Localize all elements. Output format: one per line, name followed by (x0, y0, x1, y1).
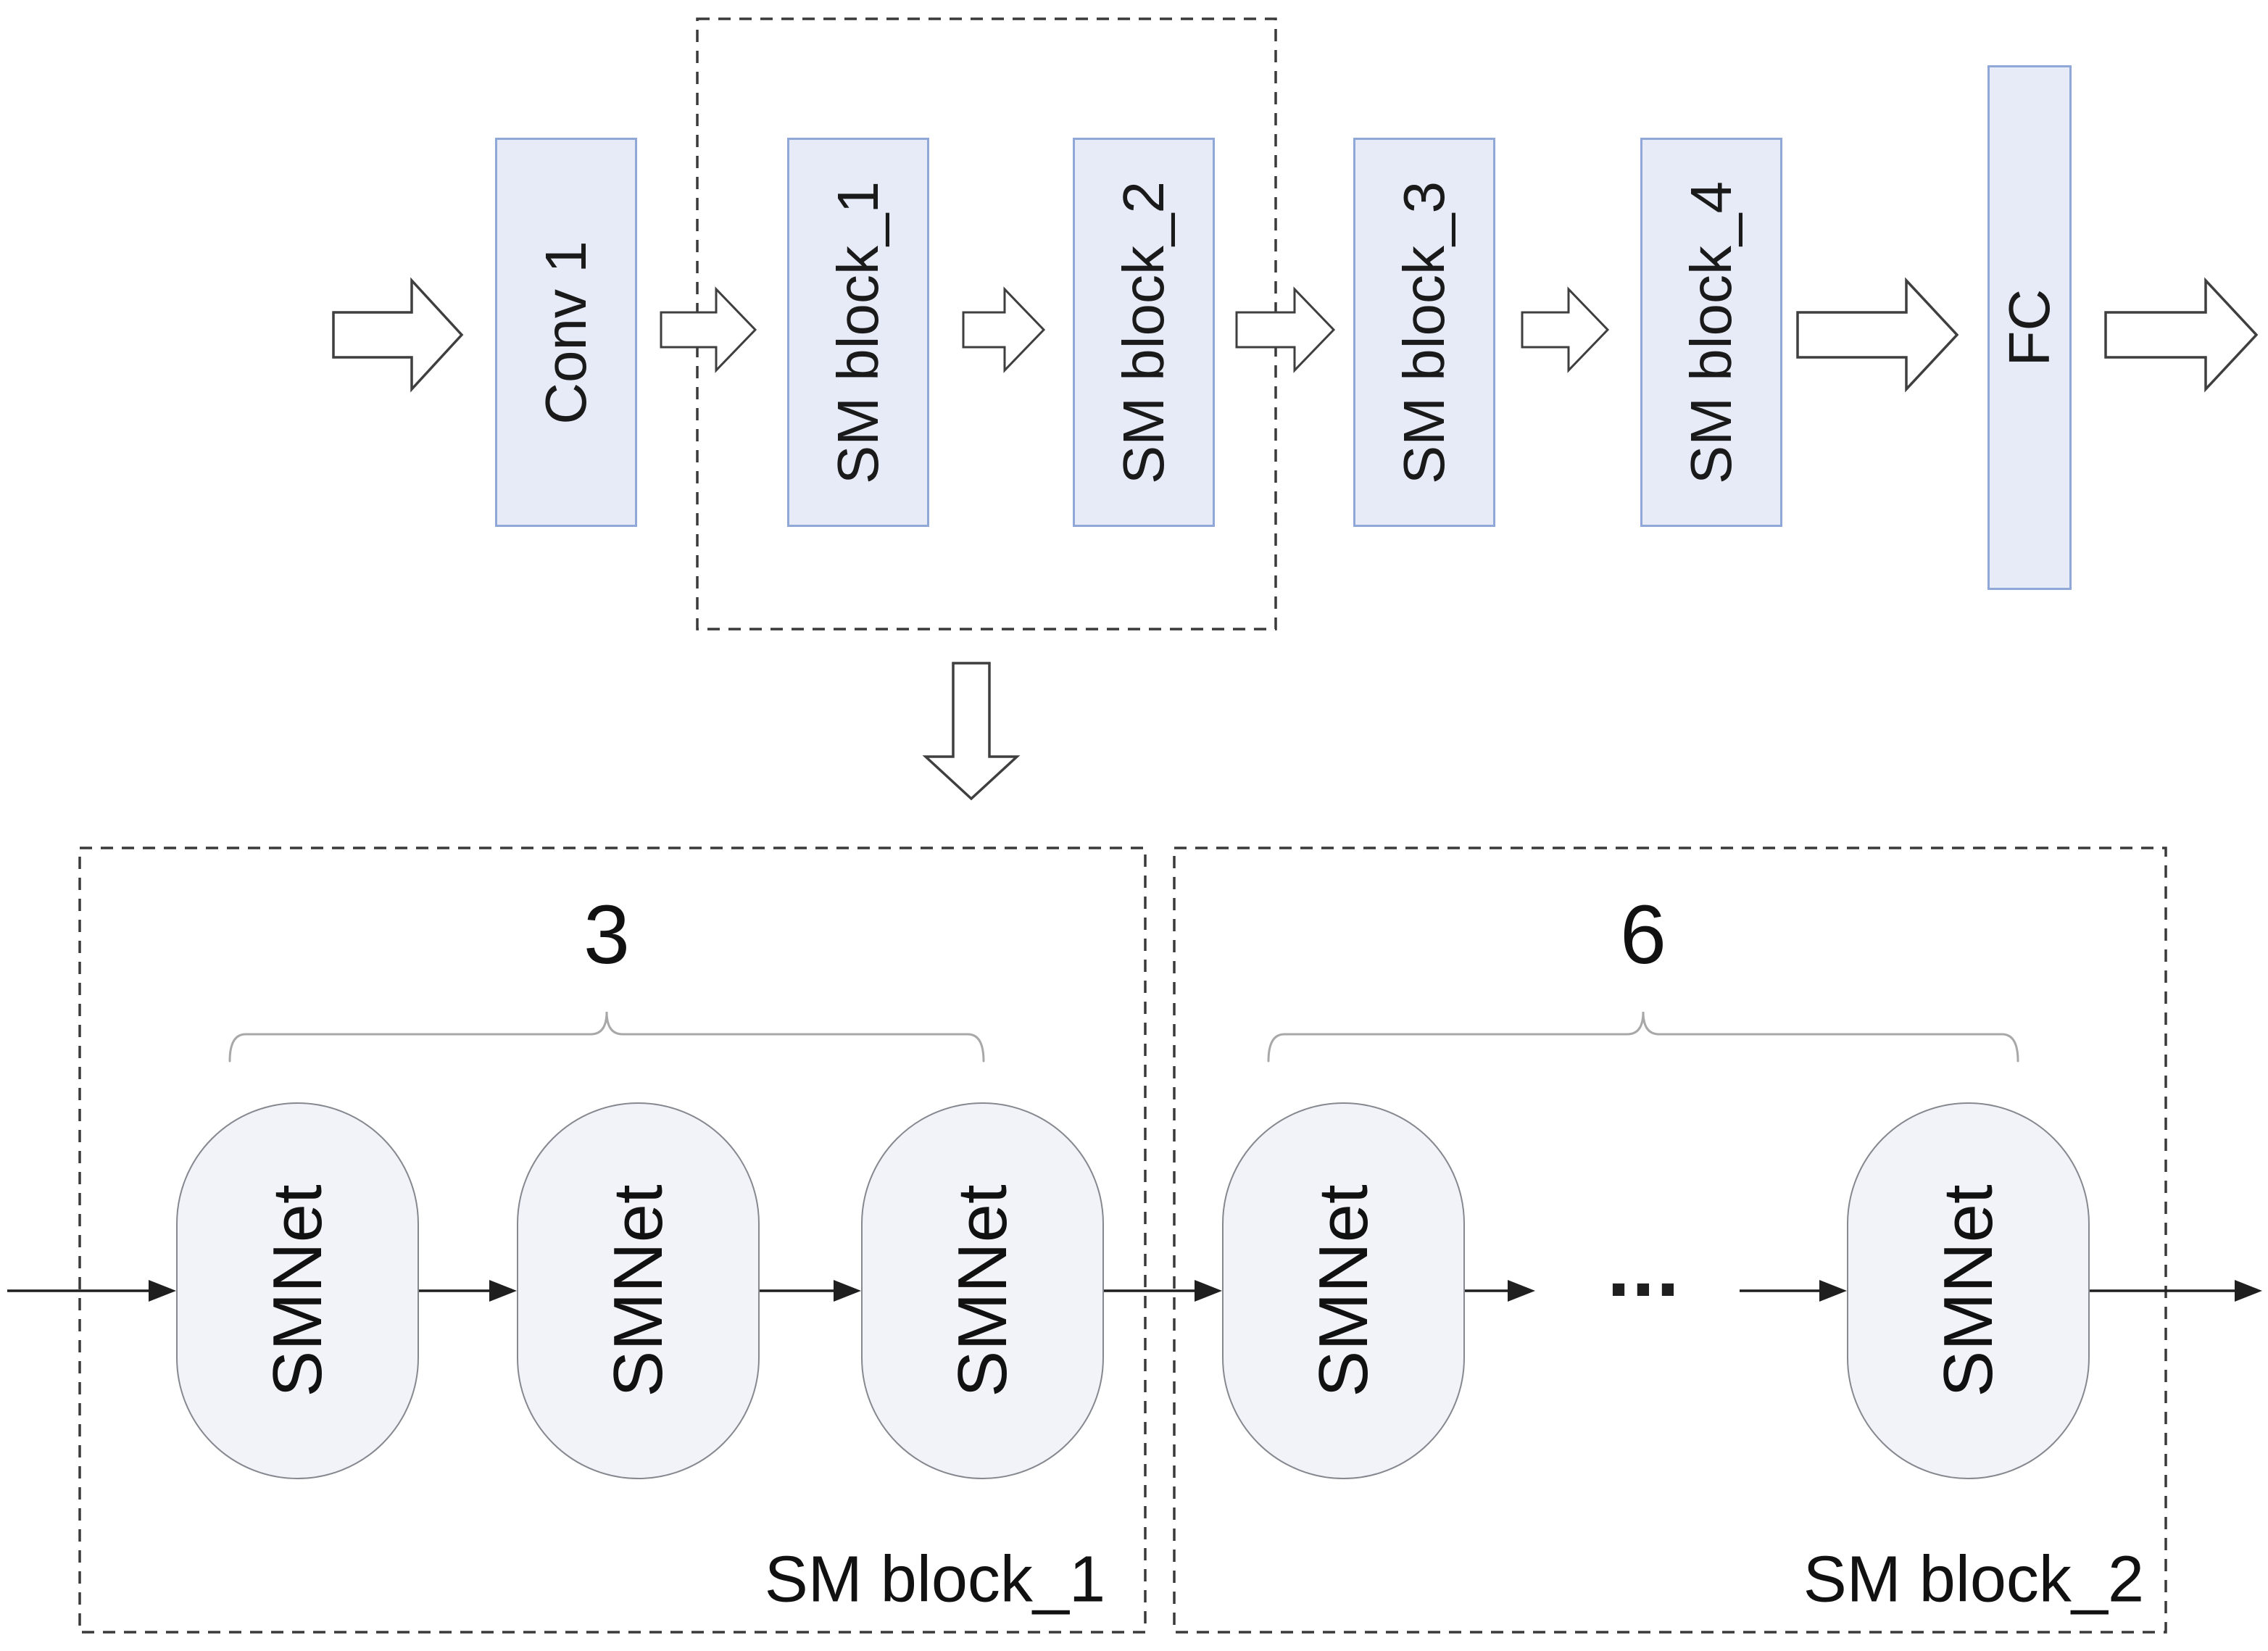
smnet-capsule-1-label: SMNet (258, 1184, 336, 1397)
dashed-group-sm-block-1 (78, 847, 1147, 1634)
block-sm-block-1-label: SM block_1 (826, 180, 890, 484)
arrow-smblock3-to-smblock4-icon (1521, 286, 1610, 373)
smnet-capsule-3: SMNet (861, 1102, 1104, 1479)
repeat-count-left: 3 (583, 889, 630, 981)
arrowhead-icon (489, 1280, 517, 1302)
smnet-capsule-1: SMNet (176, 1102, 419, 1479)
smnet-capsule-5-label: SMNet (1929, 1184, 2007, 1397)
block-sm-block-1: SM block_1 (787, 138, 929, 527)
arrow-smblock2-to-smblock3-icon (1235, 286, 1336, 373)
expand-down-arrow-icon (922, 662, 1021, 801)
smnet-capsule-4-label: SMNet (1304, 1184, 1382, 1397)
arrowhead-icon (2235, 1280, 2262, 1302)
smnet-capsule-2: SMNet (517, 1102, 760, 1479)
flow-arrowheads (149, 1280, 2262, 1302)
block-sm-block-4: SM block_4 (1640, 138, 1782, 527)
block-sm-block-3-label: SM block_3 (1392, 180, 1456, 484)
ellipsis-dots: ... (1607, 1221, 1681, 1314)
arrow-conv1-to-smblock1-icon (660, 286, 757, 373)
block-sm-block-2: SM block_2 (1073, 138, 1215, 527)
output-arrow-icon (2104, 277, 2259, 393)
arrowhead-icon (1195, 1280, 1222, 1302)
arrowhead-icon (1819, 1280, 1847, 1302)
input-arrow-icon (332, 277, 464, 393)
repeat-brace-left-icon (228, 1011, 985, 1062)
arrowhead-icon (149, 1280, 176, 1302)
block-conv1-label: Conv 1 (533, 240, 598, 425)
smnet-capsule-2-label: SMNet (599, 1184, 677, 1397)
arrow-smblock4-to-fc-icon (1796, 277, 1959, 393)
smnet-capsule-5: SMNet (1847, 1102, 2090, 1479)
smnet-capsule-3-label: SMNet (943, 1184, 1021, 1397)
dashed-group-sm-block-2 (1173, 847, 2167, 1634)
block-sm-block-3: SM block_3 (1353, 138, 1495, 527)
block-fc: FC (1987, 65, 2072, 590)
group-label-sm-block-2: SM block_2 (1803, 1543, 2144, 1616)
repeat-count-right: 6 (1620, 889, 1666, 981)
group-label-sm-block-1: SM block_1 (764, 1543, 1105, 1616)
arrow-smblock1-to-smblock2-icon (962, 286, 1046, 373)
block-conv1: Conv 1 (495, 138, 637, 527)
arrowhead-icon (834, 1280, 861, 1302)
block-sm-block-4-label: SM block_4 (1679, 180, 1743, 484)
block-fc-label: FC (1997, 288, 2061, 367)
repeat-brace-right-icon (1267, 1011, 2019, 1062)
smnet-capsule-4: SMNet (1222, 1102, 1465, 1479)
arrowhead-icon (1508, 1280, 1535, 1302)
block-sm-block-2-label: SM block_2 (1111, 180, 1176, 484)
